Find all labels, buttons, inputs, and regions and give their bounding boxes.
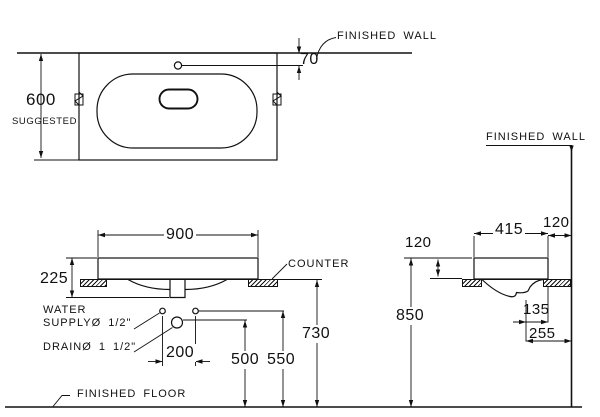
dim-arrowhead xyxy=(435,269,441,277)
break-mark-left xyxy=(74,91,84,106)
dim-arrowhead xyxy=(474,231,481,236)
dim-255: 255 xyxy=(529,325,556,342)
dim-arrowhead xyxy=(519,319,526,325)
front-elevation-view xyxy=(66,230,472,407)
counter-leader xyxy=(271,263,288,280)
dim-arrowhead xyxy=(280,400,286,407)
dim-arrowhead xyxy=(408,258,414,266)
counter-hatch-front-right xyxy=(248,279,278,287)
finished-wall-top-label: FINISHED WALL xyxy=(337,30,437,42)
bowl-underside-left xyxy=(127,278,171,291)
water-supply-label-line2: SUPPLYØ 1/2" xyxy=(43,317,132,329)
dim-arrowhead xyxy=(38,151,44,158)
plan-view xyxy=(17,37,412,161)
lavatory-side-outline xyxy=(473,257,549,280)
dim-415: 415 xyxy=(493,221,526,239)
counter-hatch-front-left xyxy=(80,279,107,287)
dim-arrowhead xyxy=(564,233,572,238)
finished-wall-right-label: FINISHED WALL xyxy=(486,131,586,143)
dim-arrowhead xyxy=(296,46,302,54)
dim-900: 900 xyxy=(164,226,197,244)
dim-arrowhead xyxy=(69,258,75,265)
dim-arrowhead xyxy=(548,233,555,238)
bowl-underside-side xyxy=(481,278,544,298)
dim-225: 225 xyxy=(40,270,69,287)
bowl-underside-right xyxy=(184,278,228,291)
water-supply-label-line1: WATER xyxy=(43,304,87,316)
dim-arrowhead xyxy=(38,54,44,61)
dim-arrowhead xyxy=(314,280,320,287)
dim-730: 730 xyxy=(300,325,333,343)
overflow-slot xyxy=(158,88,199,110)
dim-135: 135 xyxy=(523,301,550,318)
finished-floor-leader xyxy=(52,395,70,407)
dim-850: 850 xyxy=(394,307,427,325)
dim-arrowhead xyxy=(526,338,533,344)
dim-arrowhead xyxy=(541,231,548,236)
break-mark-right xyxy=(272,91,282,106)
finished-wall-right-arrow xyxy=(569,145,574,152)
water-supply-hole-right xyxy=(192,307,199,315)
dim-500: 500 xyxy=(229,351,262,369)
drain-leader xyxy=(133,327,173,353)
water-supply-hole-left xyxy=(159,307,166,315)
dim-arrowhead xyxy=(251,232,258,238)
countertop-outline xyxy=(78,52,278,161)
suggested-label: SUGGESTED xyxy=(12,116,78,127)
wall-and-floor xyxy=(5,145,582,408)
dim-arrowhead xyxy=(98,232,105,238)
dim-arrowhead xyxy=(408,400,414,407)
lavatory-front-outline xyxy=(97,257,259,280)
drain-stub-front xyxy=(169,279,186,299)
finished-wall-top-leader xyxy=(316,37,337,60)
dim-70: 70 xyxy=(300,51,319,68)
basin-outline xyxy=(96,73,258,149)
dim-arrowhead xyxy=(541,319,548,325)
dim-200: 200 xyxy=(164,344,197,362)
dim-arrowhead xyxy=(242,320,248,328)
dim-120-rim: 120 xyxy=(405,234,432,251)
dim-arrowhead xyxy=(296,66,302,73)
drain-label: DRAINØ 1 1/2" xyxy=(43,341,137,353)
finished-floor-label: FINISHED FLOOR xyxy=(77,388,187,400)
dim-550: 550 xyxy=(265,351,298,369)
water-supply-leader xyxy=(133,312,160,330)
dim-arrowhead xyxy=(155,359,163,364)
dim-arrowhead xyxy=(435,259,441,267)
drain-hole xyxy=(170,316,184,329)
dim-600: 600 xyxy=(26,90,56,109)
dim-arrowhead xyxy=(195,359,203,364)
counter-hatch-side-right xyxy=(543,279,571,287)
counter-hatch-side-left xyxy=(462,279,482,287)
dim-arrowhead xyxy=(564,338,572,344)
dim-arrowhead xyxy=(314,400,320,407)
faucet-hole xyxy=(173,61,183,70)
dim-arrowhead xyxy=(69,290,75,298)
dim-arrowhead xyxy=(280,311,286,318)
dim-120-wall: 120 xyxy=(543,214,570,231)
dim-arrowhead xyxy=(242,400,248,407)
counter-label: COUNTER xyxy=(288,258,350,270)
